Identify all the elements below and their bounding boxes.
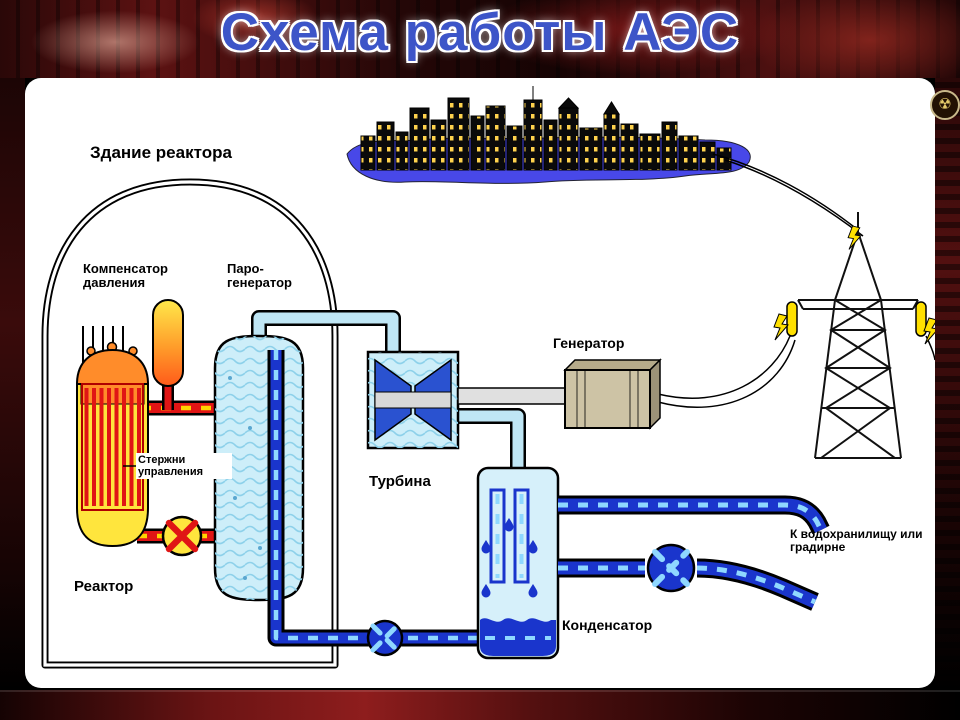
- background-strip-bottom: [0, 690, 960, 720]
- radiation-icon: ☢: [930, 90, 960, 120]
- pressure-compensator: [152, 299, 184, 387]
- fuel-rods: [81, 383, 144, 511]
- turbine-unit: [366, 350, 460, 450]
- label-generator: Генератор: [553, 335, 625, 351]
- label-turbine: Турбина: [369, 473, 431, 490]
- background-strip-left: [0, 78, 25, 690]
- background-strip-right: [935, 78, 960, 690]
- label-condenser: Конденсатор: [562, 617, 653, 633]
- label-pressure-compensator: Компенсатор давления: [83, 261, 168, 291]
- steam-pipe: [251, 310, 526, 474]
- diagram-panel: [25, 78, 939, 688]
- generator-unit: [563, 358, 662, 430]
- containment-building-outline: [41, 178, 339, 669]
- reactor-vessel: [75, 341, 150, 548]
- transmission-wires: [657, 153, 936, 408]
- label-reactor-building: Здание реактора: [90, 143, 232, 162]
- power-line-tower: [797, 212, 919, 459]
- lightning-bolt-icons: [773, 225, 939, 345]
- insulator-icons: [786, 301, 927, 337]
- cooling-water-pipes: [558, 495, 830, 611]
- label-steam-generator: Паро-генератор: [227, 261, 292, 291]
- background-collage-top: [0, 0, 960, 78]
- diagram-canvas: [41, 86, 939, 669]
- label-control-rods: Стержни управления: [136, 453, 232, 480]
- circulating-pump: [646, 543, 696, 593]
- water-drop-icons: [481, 518, 538, 598]
- condenser-unit: [476, 466, 560, 660]
- primary-pump: [161, 515, 203, 557]
- label-reactor: Реактор: [74, 578, 134, 595]
- label-to-reservoir: К водохранилищу или градирне: [790, 527, 923, 555]
- feedwater-pipe: [267, 350, 480, 647]
- slide-title: Схема работы АЭС: [220, 3, 740, 62]
- turbine-shaft: [457, 387, 566, 405]
- condensate-pump: [366, 619, 404, 657]
- city-skyline: [346, 86, 751, 184]
